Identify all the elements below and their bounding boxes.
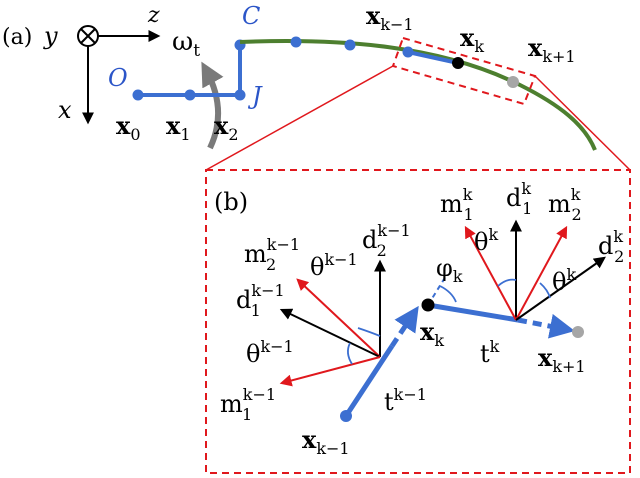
rotation-arrow [201, 61, 224, 150]
into-page-cross-2 [80, 28, 96, 44]
zoom-line-left [205, 65, 394, 171]
xkm1-label-b: xk−1 [302, 425, 350, 458]
theta-k-arc-right [539, 282, 551, 299]
axis-z-label: z [147, 3, 160, 28]
tkm1-label: tk−1 [384, 385, 427, 416]
panel-b-frame [205, 169, 631, 474]
xkp1-label-b: xk+1 [538, 343, 586, 376]
axis-y-label: y [43, 22, 58, 50]
xkm1-label-a: xk−1 [366, 1, 414, 34]
theta-km1-arc-upper [357, 327, 381, 337]
node-xk [452, 57, 464, 69]
panel-a: (a) y z x ωt O C J x0 x1 x2 [2, 1, 631, 171]
xk-label-a: xk [460, 23, 484, 56]
node-xkp1 [507, 76, 519, 88]
omega-label: ωt [172, 27, 200, 61]
rod-green-segment [239, 39, 597, 151]
tangent-k-solid [427, 302, 519, 323]
x0-label: x0 [116, 111, 141, 144]
node-x0 [132, 89, 144, 101]
d2-k-arrow [515, 256, 606, 321]
node-x1 [184, 89, 196, 101]
panel-b-label: (b) [214, 188, 248, 216]
rod-blue-highlight [407, 50, 459, 65]
theta-k-label-a: θk [474, 225, 498, 256]
tk-label: tk [480, 337, 500, 368]
theta-km1-label-a: θk−1 [310, 250, 358, 281]
m2-km1-arrow [296, 278, 381, 358]
panel-a-label: (a) [2, 25, 32, 50]
m2-k-arrow [515, 225, 568, 321]
theta-k-arc-left [497, 278, 517, 287]
node-xkm1 [402, 46, 414, 58]
tangent-k-dashed [517, 313, 575, 339]
x1-label: x1 [166, 111, 191, 144]
tangent-km1-dashed [389, 305, 419, 348]
xkp1-label-a: xk+1 [528, 33, 576, 66]
phi-k-label: φk [436, 254, 463, 286]
node-b-xkp1 [572, 326, 584, 338]
x2-label: x2 [214, 111, 239, 144]
theta-km1-arc-lower [347, 342, 353, 365]
m1-km1-arrow [279, 356, 381, 387]
point-j-label: J [247, 82, 263, 110]
theta-k-label-b: θk [552, 265, 576, 296]
phi-k-arc [439, 285, 457, 303]
point-c-label: C [242, 2, 260, 30]
d1-km1-arrow [279, 308, 381, 358]
zoom-line-right [534, 75, 631, 171]
node-green-1 [290, 36, 302, 48]
zoom-highlight-box [391, 36, 537, 106]
m1-k-arrow [464, 225, 517, 321]
tangent-extension [427, 275, 447, 306]
point-o-label: O [108, 64, 128, 92]
node-x2 [234, 89, 246, 101]
node-b-xkm1 [340, 410, 352, 422]
node-green-2 [344, 39, 356, 51]
tangent-km1-solid [343, 344, 395, 418]
node-b-xk [421, 298, 435, 312]
theta-km1-label-b: θk−1 [246, 337, 294, 368]
xk-label-b: xk [420, 317, 444, 350]
axis-x-label: x [58, 96, 72, 124]
